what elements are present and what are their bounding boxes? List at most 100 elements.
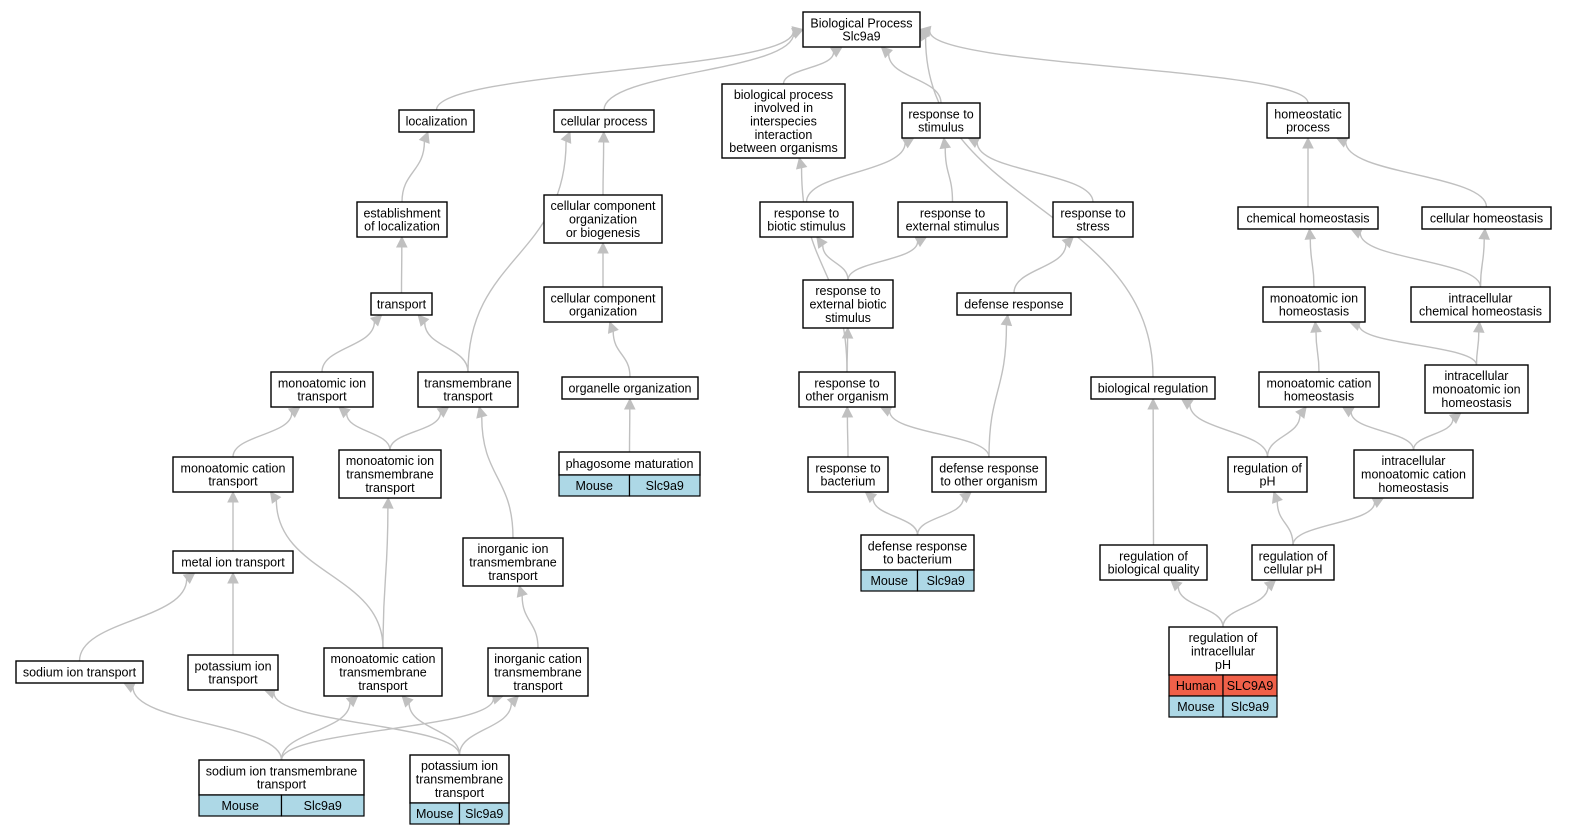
annotation-cell-text: Human <box>1176 679 1216 693</box>
go-term-cellular-homeostasis[interactable]: cellular homeostasis <box>1421 206 1552 230</box>
term-label-line: biological regulation <box>1098 382 1209 396</box>
arrowhead <box>1478 227 1490 240</box>
edge-line <box>424 322 469 373</box>
go-term-cellular-process[interactable]: cellular process <box>553 109 655 133</box>
edge-transport-to-establishment-localization <box>395 235 408 294</box>
term-box <box>860 534 975 571</box>
arrowhead <box>1302 136 1314 149</box>
edge-defense-other-organism-to-response-other-organism <box>879 406 990 458</box>
arrowhead <box>516 584 528 598</box>
go-term-chemical-homeostasis[interactable]: chemical homeostasis <box>1237 206 1379 230</box>
edge-homeostatic-process-to-root <box>918 25 1309 104</box>
edge-response-bacterium-to-response-other-organism <box>841 405 854 458</box>
edge-transmembrane-transport-to-cellular-process <box>467 130 572 373</box>
term-label-line: interaction <box>755 128 813 142</box>
term-label-line: cellular component <box>551 291 656 305</box>
edge-sodium-ion-tm-transport-to-sodium-ion-transport <box>122 682 283 761</box>
edge-line <box>822 245 849 281</box>
edge-biological-regulation-to-root <box>919 28 1154 378</box>
term-label-line: regulation of <box>1233 461 1302 475</box>
arrowhead <box>227 571 239 584</box>
go-term-transport[interactable]: transport <box>370 292 433 316</box>
term-label-line: regulation of <box>1119 549 1188 563</box>
edge-regulation-intracellular-ph-to-regulation-bio-quality <box>1170 579 1224 628</box>
term-label-line: stimulus <box>825 311 871 325</box>
go-term-metal-ion-transport[interactable]: metal ion transport <box>172 550 294 574</box>
go-term-biological-regulation[interactable]: biological regulation <box>1090 376 1216 400</box>
term-label-line: transport <box>513 679 563 693</box>
arrowhead <box>382 496 394 509</box>
edge-line <box>888 411 990 458</box>
edge-line <box>78 579 188 662</box>
term-label-line: other organism <box>805 390 888 404</box>
arrowhead <box>476 405 488 419</box>
arrowhead <box>864 491 878 504</box>
annotation-cell-text: Mouse <box>870 574 908 588</box>
term-label-line: phagosome maturation <box>566 457 694 471</box>
term-label-line: chemical homeostasis <box>1247 212 1370 226</box>
arrowhead <box>401 695 414 708</box>
edge-line <box>916 498 965 536</box>
edge-line <box>382 507 389 649</box>
annotation-cell-text: Slc9a9 <box>1231 700 1269 714</box>
go-term-sodium-ion-transport[interactable]: sodium ion transport <box>15 660 144 684</box>
edge-defense-bacterium-to-defense-other-organism <box>916 491 972 536</box>
term-label-line: monoatomic cation <box>331 652 436 666</box>
edge-sodium-ion-tm-transport-to-inorganic-cation-tm-transport <box>280 693 505 761</box>
term-label-line: response to <box>815 461 880 475</box>
term-box <box>1424 364 1529 414</box>
term-label-line: transport <box>365 481 415 495</box>
go-term-organelle-organization[interactable]: organelle organization <box>561 376 699 400</box>
edge-line <box>275 500 384 649</box>
arrowhead <box>1472 320 1485 333</box>
term-label-line: organelle organization <box>568 382 691 396</box>
go-term-localization[interactable]: localization <box>398 109 475 133</box>
term-label-line: pH <box>1260 475 1276 489</box>
term-box <box>1262 286 1366 323</box>
go-term-defense-response[interactable]: defense response <box>956 292 1072 316</box>
term-box <box>323 647 443 697</box>
term-label-line: cellular process <box>561 115 648 129</box>
edge-line <box>603 33 795 111</box>
edge-defense-response-to-response-stress <box>1013 236 1075 294</box>
edge-bp-interspecies-to-root <box>782 46 843 85</box>
term-box <box>1410 286 1551 323</box>
term-box <box>721 83 846 159</box>
go-term-potassium-ion-tm-transport[interactable]: potassium iontransmembranetransportMouse… <box>409 754 510 825</box>
